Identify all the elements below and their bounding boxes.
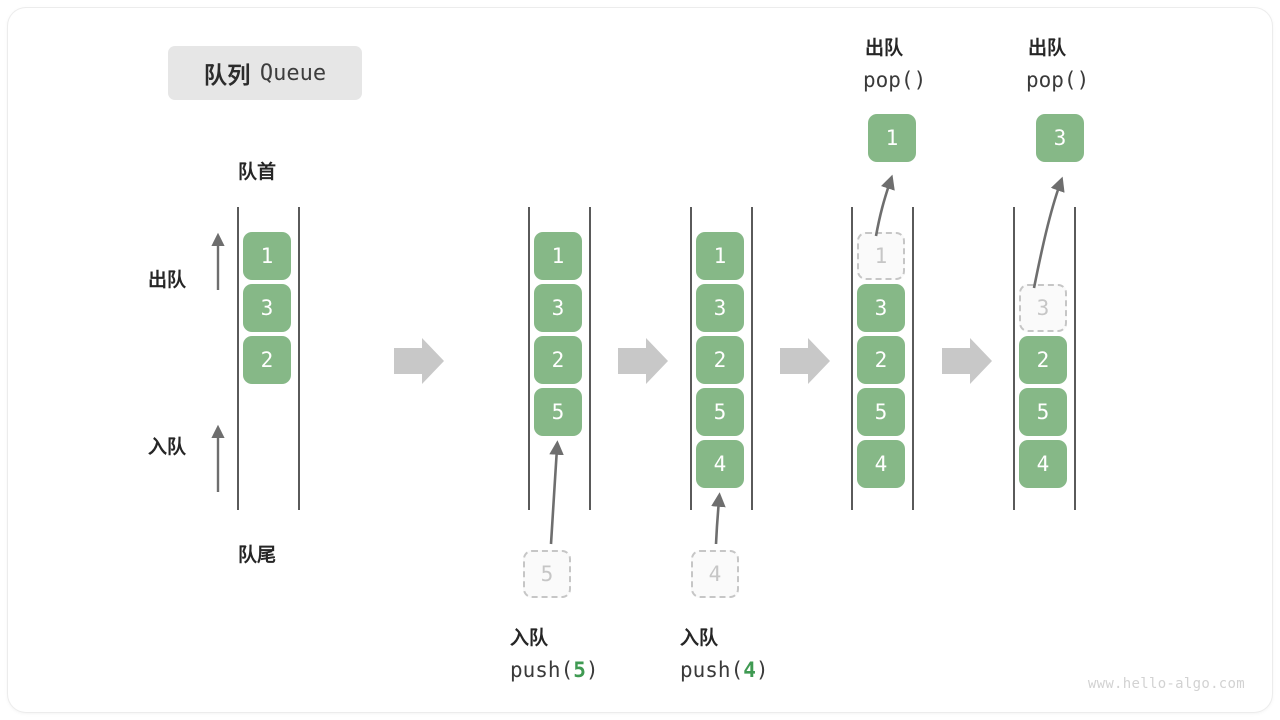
- ghost-cell: 1: [857, 232, 905, 280]
- queue-cell: 1: [243, 232, 291, 280]
- queue-cell: 4: [696, 440, 744, 488]
- queue-cell: 2: [1019, 336, 1067, 384]
- pop-caption-code: pop(): [1026, 68, 1090, 92]
- queue-tail-label: 队尾: [238, 545, 277, 566]
- push-code-value: 5: [573, 658, 586, 682]
- push-code-prefix: push(: [510, 658, 574, 682]
- push-caption-code: push(5): [510, 658, 599, 682]
- push-code-value: 4: [743, 658, 756, 682]
- queue-cell: 1: [534, 232, 582, 280]
- queue-cell: 2: [696, 336, 744, 384]
- push-caption-cn: 入队: [680, 628, 719, 649]
- pop-caption-cn: 出队: [865, 38, 904, 59]
- title-english: Queue: [259, 60, 327, 86]
- queue-cell: 2: [243, 336, 291, 384]
- queue-cell: 3: [696, 284, 744, 332]
- queue-cell: 5: [857, 388, 905, 436]
- queue-cell: 3: [857, 284, 905, 332]
- queue-cell: 2: [534, 336, 582, 384]
- queue-rail-left-col4: [851, 207, 853, 510]
- push-caption-code: push(4): [680, 658, 769, 682]
- queue-rail-left-col3: [690, 207, 692, 510]
- queue-cell: 5: [1019, 388, 1067, 436]
- watermark: www.hello-algo.com: [1087, 676, 1245, 692]
- dequeue-label: 出队: [148, 270, 187, 291]
- queue-cell: 5: [534, 388, 582, 436]
- popped-cell: 3: [1036, 114, 1084, 162]
- card-frame: [8, 8, 1272, 712]
- queue-rail-right-col2: [589, 207, 591, 510]
- queue-rail-left-col2: [528, 207, 530, 510]
- title-badge: 队列 Queue: [168, 46, 362, 100]
- ghost-cell: 5: [523, 550, 571, 598]
- queue-rail-left-col5: [1013, 207, 1015, 510]
- queue-rail-left-col1: [237, 207, 239, 510]
- queue-rail-right-col3: [751, 207, 753, 510]
- pop-caption-code: pop(): [863, 68, 927, 92]
- push-code-suffix: ): [585, 658, 599, 682]
- popped-cell: 1: [868, 114, 916, 162]
- queue-cell: 1: [696, 232, 744, 280]
- queue-cell: 3: [534, 284, 582, 332]
- queue-cell: 4: [857, 440, 905, 488]
- push-caption-cn: 入队: [510, 628, 549, 649]
- ghost-cell: 3: [1019, 284, 1067, 332]
- queue-rail-right-col5: [1074, 207, 1076, 510]
- ghost-cell: 4: [691, 550, 739, 598]
- queue-cell: 3: [243, 284, 291, 332]
- push-code-suffix: ): [755, 658, 769, 682]
- queue-head-label: 队首: [238, 162, 277, 183]
- queue-cell: 4: [1019, 440, 1067, 488]
- queue-cell: 2: [857, 336, 905, 384]
- title-chinese: 队列: [203, 62, 251, 88]
- enqueue-label: 入队: [148, 437, 187, 458]
- queue-rail-right-col1: [298, 207, 300, 510]
- queue-cell: 5: [696, 388, 744, 436]
- pop-caption-cn: 出队: [1028, 38, 1067, 59]
- push-code-prefix: push(: [680, 658, 744, 682]
- queue-rail-right-col4: [912, 207, 914, 510]
